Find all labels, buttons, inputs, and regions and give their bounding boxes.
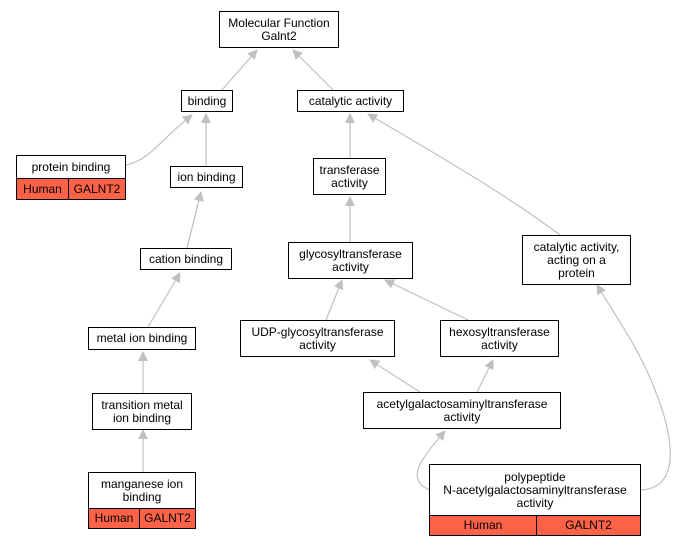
node-label-line: activity bbox=[331, 175, 368, 190]
annotation-row: Human GALNT2 bbox=[17, 179, 125, 199]
node-ion-binding[interactable]: ion binding bbox=[170, 166, 243, 188]
node-label-line: protein bbox=[558, 265, 595, 280]
node-label-line: manganese ion bbox=[100, 476, 184, 491]
node-cation-binding[interactable]: cation binding bbox=[140, 248, 232, 270]
edge-polypeptide-to-acetyl bbox=[416, 430, 446, 491]
edge-polypeptide-to-catalytic-protein bbox=[596, 284, 671, 491]
node-label-line: binding bbox=[122, 489, 162, 504]
edge-acetyl-to-hexosyl bbox=[476, 359, 494, 393]
node-label-line: activity bbox=[481, 337, 518, 352]
node-manganese-ion-binding[interactable]: manganese ion binding Human GALNT2 bbox=[88, 472, 196, 529]
node-label-line: activity bbox=[332, 259, 369, 274]
node-transition-metal-ion-binding[interactable]: transition metal ion binding bbox=[92, 393, 192, 430]
node-molecular-function-galnt2[interactable]: Molecular Function Galnt2 bbox=[219, 11, 339, 48]
node-label-line: Galnt2 bbox=[261, 28, 297, 43]
annotation-row: Human GALNT2 bbox=[430, 516, 640, 535]
node-label-line: transferase bbox=[319, 162, 380, 177]
node-catalytic-activity[interactable]: catalytic activity bbox=[297, 90, 404, 112]
node-label-line: polypeptide bbox=[504, 469, 566, 484]
node-label-line: activity bbox=[443, 409, 481, 424]
node-label: protein binding bbox=[31, 159, 111, 174]
node-label-line: UDP-glycosyltransferase bbox=[251, 324, 384, 339]
node-label-line: N-acetylgalactosaminyltransferase bbox=[443, 482, 627, 497]
annotation-row: Human GALNT2 bbox=[89, 509, 195, 528]
node-title: polypeptide N-acetylgalactosaminyltransf… bbox=[430, 465, 640, 516]
node-label-line: activity bbox=[516, 495, 554, 510]
node-title: manganese ion binding bbox=[89, 473, 195, 509]
species-cell: Human bbox=[23, 181, 62, 196]
node-label: metal ion binding bbox=[96, 331, 188, 345]
node-label: binding bbox=[187, 93, 227, 108]
edge-catalytic-protein-to-catalytic bbox=[367, 113, 561, 236]
gene-cell: GALNT2 bbox=[68, 179, 125, 199]
edge-binding-to-root bbox=[221, 49, 258, 91]
edge-metal-to-cation bbox=[147, 272, 181, 328]
node-label-line: glycosyltransferase bbox=[299, 246, 402, 261]
node-label-line: Molecular Function bbox=[228, 15, 330, 30]
edge-catalytic-to-root bbox=[292, 49, 334, 91]
node-label-line: acetylgalactosaminyltransferase bbox=[376, 396, 548, 411]
node-metal-ion-binding[interactable]: metal ion binding bbox=[88, 327, 196, 350]
node-label: catalytic activity bbox=[308, 93, 393, 108]
species-cell: Human bbox=[94, 511, 134, 525]
node-catalytic-activity-acting-on-protein[interactable]: catalytic activity, acting on a protein bbox=[522, 235, 631, 285]
node-glycosyltransferase-activity[interactable]: glycosyltransferase activity bbox=[288, 242, 413, 279]
node-acetylgalactosaminyltransferase-activity[interactable]: acetylgalactosaminyltransferase activity bbox=[363, 392, 561, 429]
node-label-line: catalytic activity, bbox=[533, 239, 620, 254]
node-label-line: activity bbox=[299, 337, 336, 352]
node-binding[interactable]: binding bbox=[181, 90, 233, 112]
node-label-line: ion binding bbox=[112, 410, 172, 425]
node-label: ion binding bbox=[177, 169, 236, 184]
edge-protein-binding-to-binding bbox=[125, 114, 193, 166]
edge-hexosyl-to-glyco bbox=[384, 279, 469, 321]
edge-cation-to-ion-binding bbox=[186, 191, 204, 249]
node-title: protein binding bbox=[17, 156, 125, 179]
edge-udp-to-glyco bbox=[325, 279, 344, 321]
node-protein-binding[interactable]: protein binding Human GALNT2 bbox=[16, 155, 126, 200]
species-cell: Human bbox=[463, 518, 503, 532]
gene-cell: GALNT2 bbox=[536, 516, 640, 535]
node-label-line: hexosyltransferase bbox=[449, 324, 550, 339]
node-hexosyltransferase-activity[interactable]: hexosyltransferase activity bbox=[440, 320, 559, 357]
node-label: cation binding bbox=[148, 251, 224, 266]
node-polypeptide-n-acetylgalactosaminyltransferase-activity[interactable]: polypeptide N-acetylgalactosaminyltransf… bbox=[429, 464, 641, 536]
node-label-line: transition metal bbox=[101, 397, 183, 412]
node-transferase-activity[interactable]: transferase activity bbox=[313, 158, 386, 195]
node-udp-glycosyltransferase-activity[interactable]: UDP-glycosyltransferase activity bbox=[240, 320, 395, 357]
node-label-line: acting on a bbox=[547, 252, 606, 267]
edge-acetyl-to-udp bbox=[369, 359, 421, 393]
gene-cell: GALNT2 bbox=[139, 509, 195, 528]
